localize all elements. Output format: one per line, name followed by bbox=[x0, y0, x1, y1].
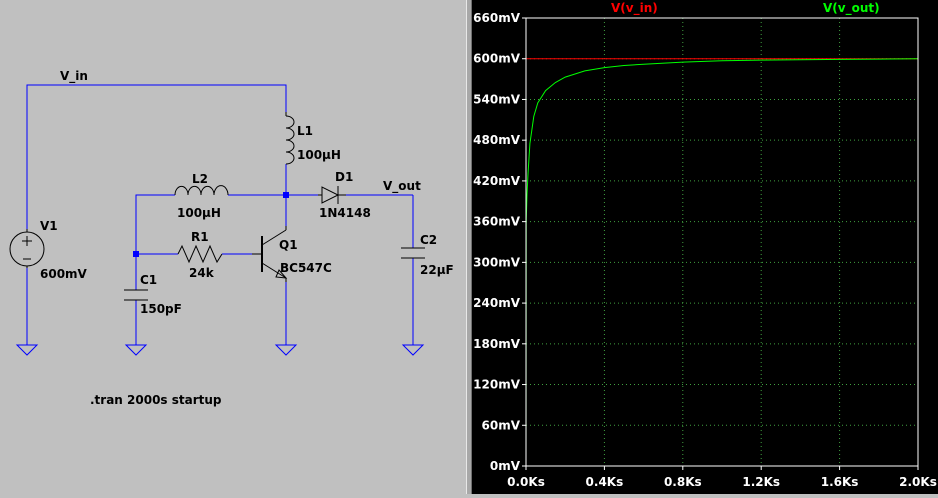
legend-label[interactable]: V(v_in) bbox=[611, 1, 658, 16]
legend-label[interactable]: V(v_out) bbox=[823, 1, 880, 16]
r1-resistor-symbol[interactable] bbox=[177, 244, 223, 264]
x-tick-label: 0.0Ks bbox=[507, 475, 545, 489]
y-tick-label: 0mV bbox=[490, 459, 521, 473]
waveform-plot[interactable]: 0mV 60mV 120mV 180mV 240mV 300mV 360mV 420mV 480… bbox=[472, 0, 938, 494]
d1-name-label[interactable]: D1 bbox=[335, 170, 353, 184]
plot-frame bbox=[525, 17, 919, 467]
l2-value-label[interactable]: 100µH bbox=[177, 206, 221, 220]
ground-symbol[interactable] bbox=[15, 344, 39, 356]
plot-ticks: 0mV 60mV 120mV 180mV 240mV 300mV 360mV 420mV 480… bbox=[473, 11, 937, 489]
x-tick-label: 0.4Ks bbox=[586, 475, 624, 489]
d1-diode-symbol[interactable] bbox=[318, 186, 346, 204]
pane-splitter[interactable] bbox=[466, 0, 472, 494]
v1-source-symbol[interactable] bbox=[9, 229, 45, 268]
spice-directive[interactable]: .tran 2000s startup bbox=[90, 393, 222, 407]
v1-value-label[interactable]: 600mV bbox=[40, 267, 88, 281]
wires bbox=[26, 84, 414, 345]
y-tick-label: 600mV bbox=[473, 52, 521, 66]
c2-name-label[interactable]: C2 bbox=[420, 233, 437, 247]
x-tick-label: 0.8Ks bbox=[664, 475, 702, 489]
waveform-viewer[interactable]: 0mV 60mV 120mV 180mV 240mV 300mV 360mV 420mV 480… bbox=[472, 0, 938, 494]
q1-transistor-symbol[interactable] bbox=[252, 226, 288, 282]
l1-value-label[interactable]: 100µH bbox=[297, 148, 341, 162]
ground-symbols bbox=[15, 344, 425, 356]
c1-name-label[interactable]: C1 bbox=[140, 273, 157, 287]
r1-value-label[interactable]: 24k bbox=[189, 266, 215, 280]
trace-v-v-out-[interactable] bbox=[525, 58, 919, 467]
schematic-editor[interactable]: V_in V_out V1 600mV L1 100µH L2 100µH R1… bbox=[0, 0, 466, 494]
plot-legend: V(v_in) V(v_out) bbox=[611, 1, 880, 16]
y-tick-label: 60mV bbox=[482, 418, 521, 432]
c1-capacitor-symbol[interactable] bbox=[124, 289, 148, 301]
y-tick-label: 180mV bbox=[473, 337, 521, 351]
net-label-vin[interactable]: V_in bbox=[60, 69, 88, 84]
ground-symbol[interactable] bbox=[274, 344, 298, 356]
wire-vin[interactable] bbox=[26, 84, 287, 229]
x-tick-label: 2.0Ks bbox=[899, 475, 937, 489]
c2-capacitor-symbol[interactable] bbox=[401, 247, 425, 259]
y-tick-label: 420mV bbox=[473, 174, 521, 188]
l1-name-label[interactable]: L1 bbox=[297, 124, 313, 138]
ground-symbol[interactable] bbox=[401, 344, 425, 356]
c2-value-label[interactable]: 22µF bbox=[420, 263, 454, 277]
ground-symbol[interactable] bbox=[124, 344, 148, 356]
y-tick-label: 120mV bbox=[473, 378, 521, 392]
y-tick-label: 360mV bbox=[473, 215, 521, 229]
junction-dot bbox=[283, 192, 289, 198]
y-tick-label: 300mV bbox=[473, 255, 521, 269]
wire-l2-left[interactable] bbox=[135, 194, 175, 254]
d1-value-label[interactable]: 1N4148 bbox=[319, 206, 371, 220]
plot-grid bbox=[526, 18, 918, 466]
l2-name-label[interactable]: L2 bbox=[192, 172, 208, 186]
x-tick-label: 1.2Ks bbox=[742, 475, 780, 489]
y-tick-label: 480mV bbox=[473, 133, 521, 147]
q1-name-label[interactable]: Q1 bbox=[279, 238, 298, 252]
r1-name-label[interactable]: R1 bbox=[191, 230, 209, 244]
l2-inductor-symbol[interactable] bbox=[174, 185, 229, 196]
schematic-canvas[interactable]: V_in V_out V1 600mV L1 100µH L2 100µH R1… bbox=[0, 0, 466, 494]
net-label-vout[interactable]: V_out bbox=[383, 179, 421, 194]
x-tick-label: 1.6Ks bbox=[821, 475, 859, 489]
junction-dot bbox=[133, 251, 139, 257]
y-tick-label: 240mV bbox=[473, 296, 521, 310]
y-tick-label: 660mV bbox=[473, 11, 521, 25]
l1-inductor-symbol[interactable] bbox=[285, 112, 295, 165]
q1-value-label[interactable]: BC547C bbox=[280, 261, 332, 275]
v1-name-label[interactable]: V1 bbox=[40, 219, 58, 233]
c1-value-label[interactable]: 150pF bbox=[140, 302, 182, 316]
y-tick-label: 540mV bbox=[473, 92, 521, 106]
